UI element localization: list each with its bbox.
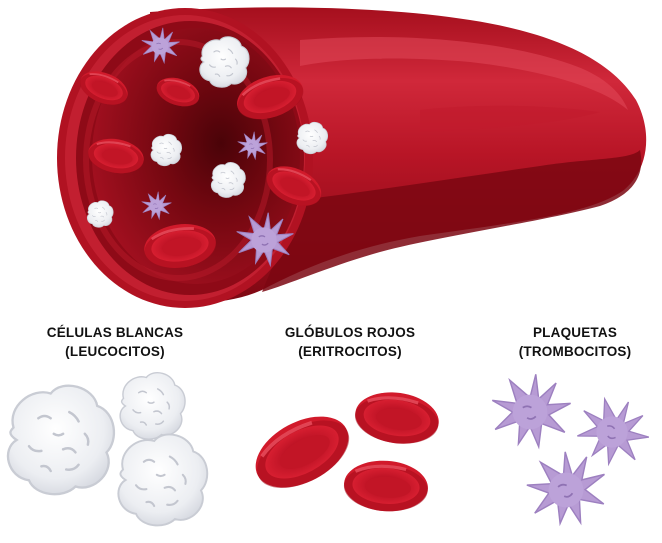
white-cells-label: CÉLULAS BLANCAS (LEUCOCITOS) — [25, 323, 205, 361]
platelets-group — [491, 373, 659, 532]
red-cells-label-line1: GLÓBULOS ROJOS — [284, 325, 416, 340]
platelets-label-line1: PLAQUETAS — [532, 325, 618, 340]
red-cells-label-line2: (ERITROCITOS) — [298, 344, 402, 359]
platelet-icon — [521, 444, 613, 532]
red-blood-cell-icon — [241, 400, 363, 504]
white-cells-label-line1: CÉLULAS BLANCAS — [46, 325, 184, 340]
platelets-label-line2: (TROMBOCITOS) — [518, 344, 632, 359]
red-cells-label: GLÓBULOS ROJOS (ERITROCITOS) — [260, 323, 440, 361]
red-blood-cell-icon — [340, 456, 432, 516]
red-blood-cell-icon — [350, 385, 444, 451]
white-blood-cell-icon — [117, 433, 209, 527]
platelets-label: PLAQUETAS (TROMBOCITOS) — [500, 323, 650, 361]
white-blood-cell-icon — [119, 371, 186, 440]
white-cells-group — [6, 371, 209, 527]
white-blood-cell-icon — [6, 384, 116, 496]
red-cells-group — [241, 385, 444, 516]
platelet-icon — [491, 373, 572, 448]
white-cells-label-line2: (LEUCOCITOS) — [65, 344, 165, 359]
